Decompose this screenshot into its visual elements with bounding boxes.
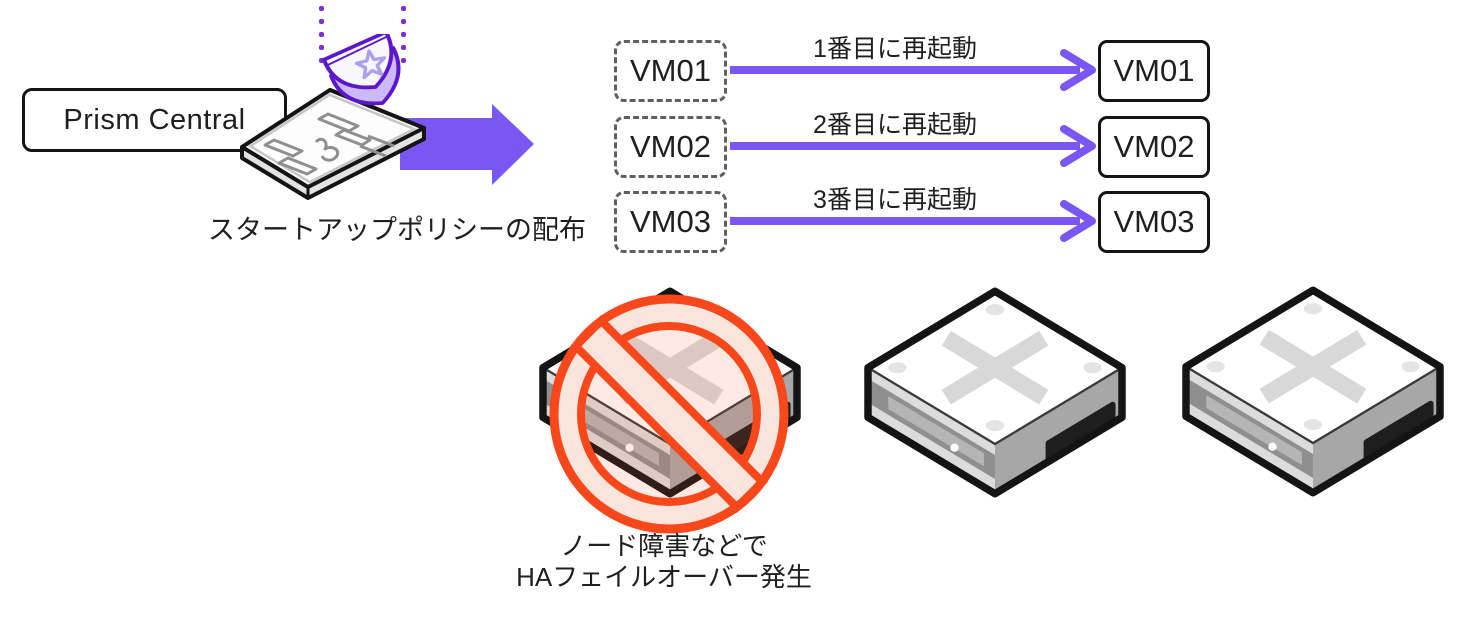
restart-arrow-icon-2 [730,125,1096,167]
restart-order-label-1: 1番目に再起動 [813,35,977,63]
policy-board-icon [240,88,426,200]
vm-target-label-2: VM02 [1113,129,1195,164]
failover-prohibition-icon [549,294,789,534]
restart-arrow-icon-3 [730,200,1096,242]
failover-caption: ノード障害などで HAフェイルオーバー発生 [424,531,904,593]
vm-target-box-3: VM03 [1098,191,1210,253]
vm-target-label-1: VM01 [1113,53,1195,88]
startup-policy-caption: スタートアップポリシーの配布 [208,215,586,245]
vm-target-label-3: VM03 [1113,204,1195,239]
vm-source-box-3: VM03 [614,191,727,253]
cluster-node-icon-2 [857,282,1133,503]
dotted-line-right [401,6,406,71]
prism-central-box: Prism Central [22,88,287,152]
vm-source-box-1: VM01 [614,40,727,102]
vm-source-label-3: VM03 [630,204,711,239]
vm-source-box-2: VM02 [614,116,727,178]
dotted-line-left [319,6,324,71]
restart-order-label-3: 3番目に再起動 [813,186,977,214]
vm-target-box-1: VM01 [1098,40,1210,102]
vm-source-label-2: VM02 [630,129,711,164]
vm-target-box-2: VM02 [1098,116,1210,178]
prism-central-label: Prism Central [63,103,246,136]
failover-caption-line2: HAフェイルオーバー発生 [516,562,812,592]
vm-source-label-1: VM01 [630,53,711,88]
restart-order-label-2: 2番目に再起動 [813,111,977,139]
deploy-arrow-icon [400,104,534,185]
failover-caption-line1: ノード障害などで [560,531,768,561]
cluster-node-icon-3 [1175,281,1451,502]
restart-arrow-icon-1 [730,49,1096,91]
shield-star-icon [321,34,401,106]
